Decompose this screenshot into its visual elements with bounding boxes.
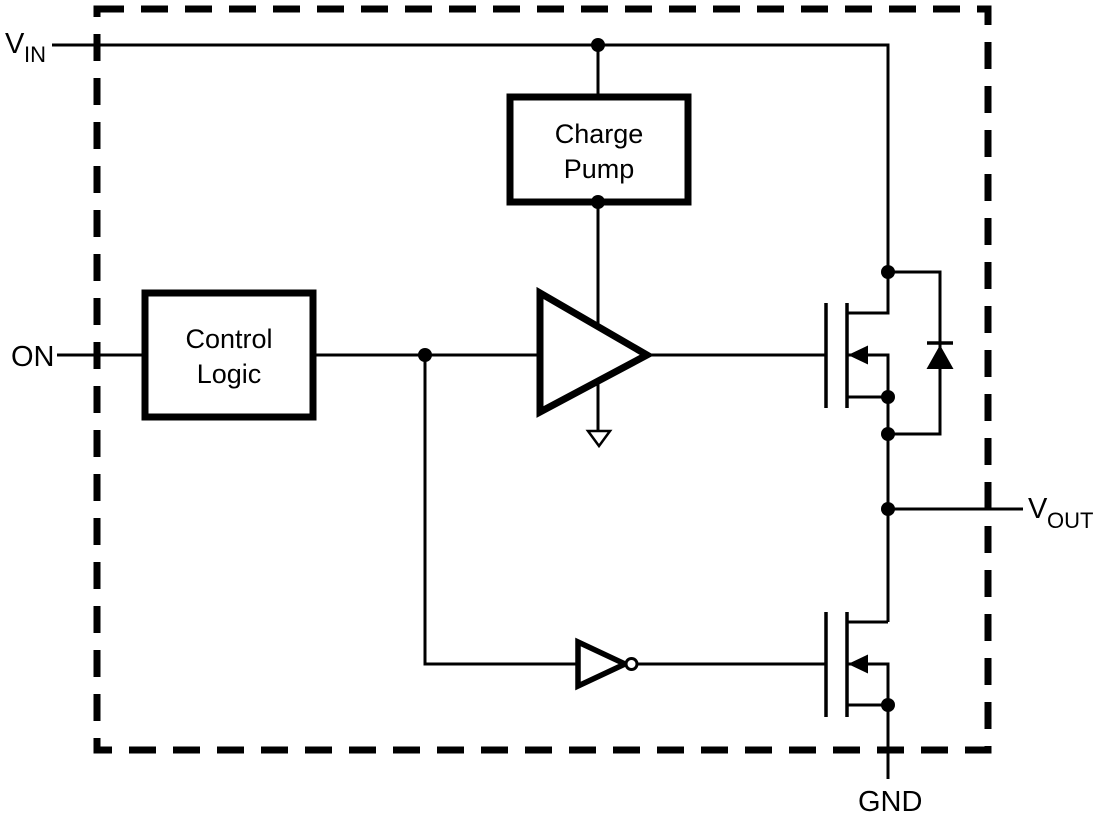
source-body-junction-dot — [881, 390, 895, 404]
inverter-icon — [575, 637, 639, 691]
control-logic-label-line2: Logic — [197, 359, 262, 389]
body-diode-net — [888, 270, 942, 436]
pass-fet-body-arrow-icon — [848, 345, 868, 365]
vin-net — [52, 43, 890, 272]
pulldown-fet-body-arrow-icon — [848, 654, 868, 674]
control-logic-block: Control Logic — [141, 289, 317, 421]
control-branch-junction-dot — [418, 348, 432, 362]
junction-dots — [418, 38, 895, 712]
vin-subscript: IN — [24, 42, 46, 67]
charge-pump-label-line2: Pump — [564, 154, 635, 184]
diode-return-junction-dot — [881, 427, 895, 441]
vout-subscript: OUT — [1047, 508, 1093, 533]
ground-symbol-icon — [585, 429, 613, 449]
vin-cp-junction-dot — [591, 38, 605, 52]
pass-fet-net — [847, 272, 890, 622]
vout-label: V — [1028, 493, 1048, 525]
gnd-source-junction-dot — [881, 698, 895, 712]
charge-pump-label-line1: Charge — [555, 119, 644, 149]
on-label: ON — [11, 341, 55, 373]
drain-diode-junction-dot — [881, 265, 895, 279]
vout-pin-label: V OUT — [1028, 493, 1093, 533]
ic-boundary — [93, 5, 992, 754]
pulldown-fet-icon — [824, 612, 868, 717]
on-pin-label: ON — [11, 341, 55, 373]
pass-fet-icon — [824, 303, 868, 408]
gnd-label: GND — [858, 786, 922, 815]
inverter-bubble-icon — [624, 657, 639, 671]
body-diode-icon — [926, 341, 954, 369]
gnd-pin-label: GND — [858, 786, 922, 815]
gate-driver-buffer-icon — [536, 286, 655, 418]
vout-junction-dot — [881, 502, 895, 516]
vin-pin-label: V IN — [5, 28, 46, 67]
vin-label: V — [5, 28, 25, 60]
charge-pump-block: Charge Pump — [506, 93, 692, 206]
cp-output-junction-dot — [591, 195, 605, 209]
control-logic-label-line1: Control — [185, 324, 272, 354]
